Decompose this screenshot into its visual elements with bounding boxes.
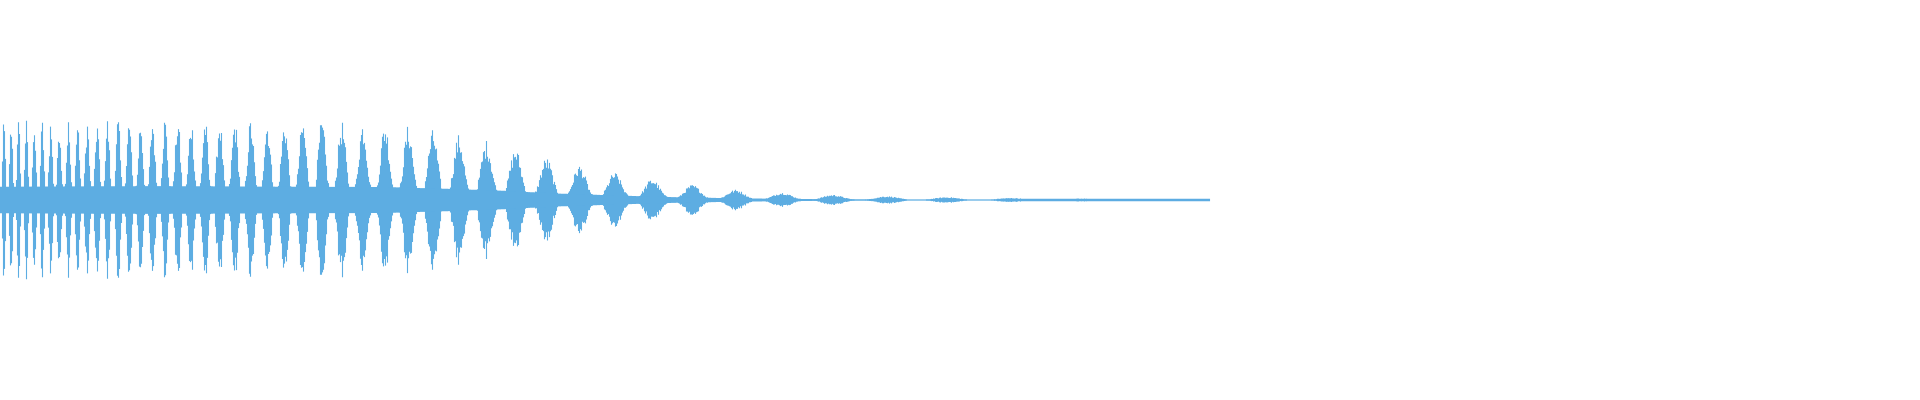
waveform-bars	[0, 120, 1211, 280]
waveform-core	[0, 186, 1210, 214]
